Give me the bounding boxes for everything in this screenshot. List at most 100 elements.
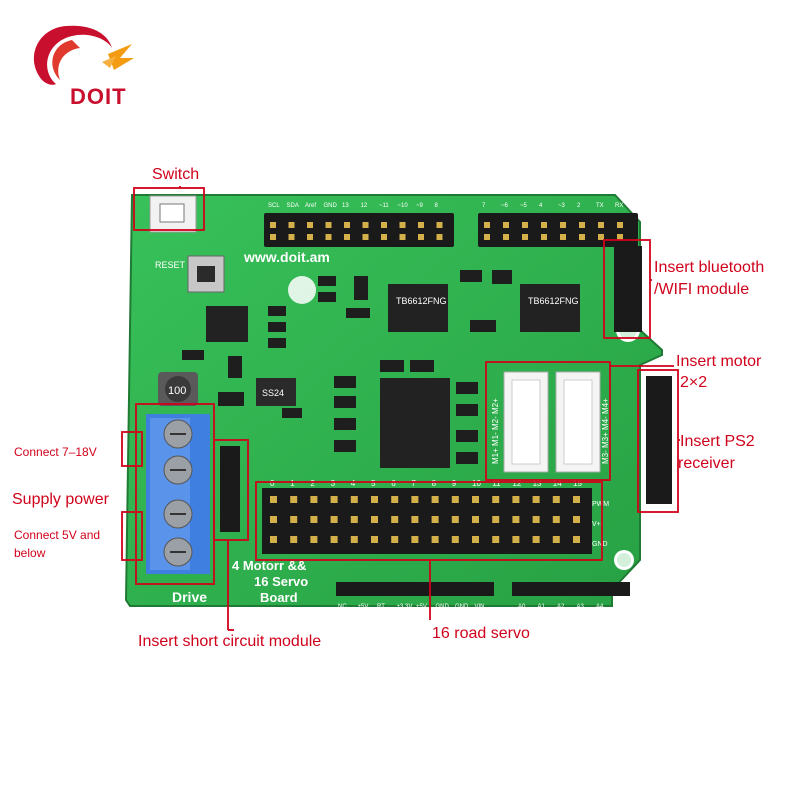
top-pin-label: GND [324,203,338,209]
top-pin-label: Aref [305,203,316,209]
servo-pin [371,496,378,503]
label-16-road-servo: 16 road servo [432,625,530,642]
servo-number: 2 [310,479,315,488]
doit-logo-mark [33,25,134,85]
board-name-1: 4 Motorr && [232,558,306,573]
servo-pin [270,516,277,523]
board-name-3: Board [260,590,298,605]
top-pin-label: TX [596,203,604,209]
bottom-pin-label: VIN [475,604,485,610]
label-motor-2: 2×2 [680,374,708,391]
bottom-header-analog [512,582,630,596]
pwm-driver-ic [380,378,450,468]
bottom-pin-label: A2 [557,604,565,610]
servo-pin [411,496,419,503]
label-short-circuit: Insert short circuit module [138,633,322,650]
bottom-pin-label: GND [455,604,469,610]
motor-connector-1[interactable] [503,371,549,473]
header-pin [307,234,313,240]
header-pin [307,222,313,228]
servo-pin [451,496,459,503]
header-pin [344,222,350,228]
bottom-pin-label: A3 [577,604,585,610]
annotation-boxes [121,187,679,585]
servo-pin [512,536,520,543]
board-name-2: 16 Servo [254,574,308,589]
bottom-pin-label: A4 [596,604,604,610]
servo-pin [431,496,439,503]
header-pin [484,234,490,240]
short-circuit-header[interactable] [220,446,240,532]
svg-text:100: 100 [168,385,186,397]
servo-pin [573,536,580,543]
servo-pin [330,536,338,543]
header-pin [617,234,623,240]
servo-pin [411,516,419,523]
servo-pin [573,516,580,523]
header-pin [598,222,604,228]
top-pin-label: ~5 [520,203,528,209]
power-terminal-block[interactable] [146,414,210,574]
servo-pin [512,516,520,523]
servo-number: 10 [472,479,481,488]
servo-row-label: V+ [592,521,601,528]
bottom-pin-label: +5V [416,604,427,610]
svg-text:TB6612FNG: TB6612FNG [396,296,447,306]
motor-driver-ic-2 [520,284,580,332]
servo-number: 8 [432,479,437,488]
bottom-pin-label: A0 [518,604,526,610]
servo-pin [492,536,500,543]
motor-driver-ic-1 [388,284,448,332]
servo-number: 4 [351,479,356,488]
servo-pin [330,496,338,503]
header-pin [560,222,566,228]
label-supply-power: Supply power [12,491,109,508]
bottom-pin-label: +5V [358,604,369,610]
top-pin-label: RX [615,203,623,209]
ps2-header[interactable] [646,376,672,504]
top-pin-label: 8 [435,203,439,209]
servo-pin [391,536,399,543]
label-ps2-1: Insert PS2 [680,433,755,450]
servo-number: 12 [512,479,521,488]
servo-pin [472,536,479,543]
servo-pin [290,536,298,543]
servo-pin [290,496,298,503]
servo-pin [310,496,318,503]
label-connect-5v-2: below [14,546,46,560]
bluetooth-header[interactable] [614,246,642,332]
top-pin-label: ~3 [558,203,566,209]
drive-label: Drive [172,589,207,605]
servo-pin [270,496,277,503]
servo-pin [512,496,520,503]
bottom-pin-label: +3.3V [397,604,413,610]
servo-pin [350,496,358,503]
header-pin [560,234,566,240]
header-pin [617,222,623,228]
svg-text:SS24: SS24 [262,388,284,398]
motor-connector-2[interactable] [555,371,601,473]
header-pin [399,222,406,228]
servo-pin [391,496,399,503]
top-pin-label: 13 [342,203,349,209]
servo-pin [532,496,540,503]
top-pin-label: 12 [361,203,368,209]
servo-pin [472,516,479,523]
doit-logo [16,14,136,110]
header-pin [381,234,387,240]
servo-number: 3 [331,479,336,488]
header-pin [436,234,443,240]
header-pin [579,222,585,228]
logo-text: DOIT [70,84,127,109]
servo-pin [472,496,479,503]
header-pin [362,234,369,240]
header-pin [288,222,295,228]
header-pin [579,234,585,240]
svg-text:TB6612FNG: TB6612FNG [528,296,579,306]
header-pin [288,234,295,240]
top-pin-label: 2 [577,203,581,209]
servo-pin [350,536,358,543]
header-pin [399,234,406,240]
servo-pin [411,536,419,543]
